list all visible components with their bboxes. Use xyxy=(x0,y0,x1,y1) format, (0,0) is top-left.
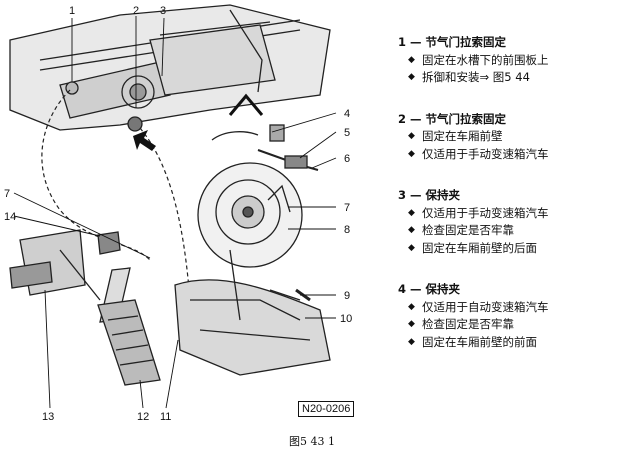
legend-heading: 4 — 保持夹 xyxy=(398,282,461,296)
legend-group-2: 2 — 节气门拉索固定 ◆固定在车厢前壁 ◆仅适用于手动变速箱汽车 xyxy=(398,111,620,164)
engine-detail-drawing xyxy=(174,162,331,376)
legend-group-1: 1 — 节气门拉索固定 ◆固定在水槽下的前围板上 ◆拆御和安装⇒ 图5 44 xyxy=(398,34,620,87)
legend-group-4: 4 — 保持夹 ◆仅适用于自动变速箱汽车 ◆检查固定是否牢靠 ◆固定在车厢前壁的… xyxy=(398,281,620,351)
diamond-bullet-icon: ◆ xyxy=(408,336,415,347)
legend-heading: 2 — 节气门拉索固定 xyxy=(398,111,507,126)
callout-14: 14 xyxy=(4,211,16,223)
callout-1: 1 xyxy=(69,5,75,17)
callout-lines xyxy=(13,16,337,409)
callout-10: 10 xyxy=(340,313,352,325)
cowl-panel-drawing xyxy=(9,4,331,132)
up-arrow-icon xyxy=(228,93,264,116)
diamond-bullet-icon: ◆ xyxy=(408,301,415,312)
legend-item: ◆检查固定是否牢靠 xyxy=(398,222,620,240)
diamond-bullet-icon: ◆ xyxy=(408,319,415,329)
legend-item: ◆检查固定是否牢靠 xyxy=(398,316,620,334)
figure-code: N20-0206 xyxy=(298,401,355,417)
diamond-bullet-icon: ◆ xyxy=(408,131,415,141)
legend-item: ◆固定在车厢前壁 xyxy=(398,128,620,146)
pedal-assembly-drawing xyxy=(9,229,161,386)
legend-item: ◆仅适用于手动变速箱汽车 xyxy=(398,205,620,223)
callout-7-left: 7 xyxy=(4,188,10,200)
callout-9: 9 xyxy=(344,290,350,302)
callout-7-right: 7 xyxy=(344,202,350,214)
callout-12: 12 xyxy=(137,411,149,423)
legend-item: ◆仅适用于自动变速箱汽车 xyxy=(398,299,620,317)
diamond-bullet-icon: ◆ xyxy=(408,225,415,235)
diamond-bullet-icon: ◆ xyxy=(408,242,415,253)
legend-heading: 1 — 节气门拉索固定 xyxy=(398,35,507,49)
callout-11: 11 xyxy=(160,411,171,423)
callout-6: 6 xyxy=(344,153,350,165)
callout-numbers: 1 2 3 4 5 6 7 8 9 10 11 12 13 14 7 xyxy=(4,5,352,423)
callout-2: 2 xyxy=(133,5,139,17)
callout-4: 4 xyxy=(344,108,350,120)
legend-group-3: 3 — 保持夹 ◆仅适用于手动变速箱汽车 ◆检查固定是否牢靠 ◆固定在车厢前壁的… xyxy=(398,187,620,257)
diamond-bullet-icon: ◆ xyxy=(408,72,415,82)
throttle-cable xyxy=(41,89,151,261)
arrow-icon xyxy=(133,130,156,151)
legend: 1 — 节气门拉索固定 ◆固定在水槽下的前围板上 ◆拆御和安装⇒ 图5 44 2… xyxy=(398,34,620,375)
legend-item: ◆仅适用于手动变速箱汽车 xyxy=(398,146,620,164)
diamond-bullet-icon: ◆ xyxy=(408,148,415,159)
callout-5: 5 xyxy=(344,127,350,139)
callout-13: 13 xyxy=(42,411,54,423)
figure-caption: 图5 43 1 xyxy=(289,435,335,448)
clip-part-drawing xyxy=(211,124,319,171)
diamond-bullet-icon: ◆ xyxy=(408,54,415,65)
callout-3: 3 xyxy=(160,5,166,17)
legend-item: ◆拆御和安装⇒ 图5 44 xyxy=(398,69,620,87)
throttle-cable-2 xyxy=(139,127,191,301)
legend-heading: 3 — 保持夹 xyxy=(398,188,461,202)
callout-8: 8 xyxy=(344,224,350,236)
diamond-bullet-icon: ◆ xyxy=(408,207,415,218)
legend-item: ◆固定在水槽下的前围板上 xyxy=(398,52,620,70)
legend-item: ◆固定在车厢前壁的前面 xyxy=(398,334,620,352)
legend-item: ◆固定在车厢前壁的后面 xyxy=(398,240,620,258)
